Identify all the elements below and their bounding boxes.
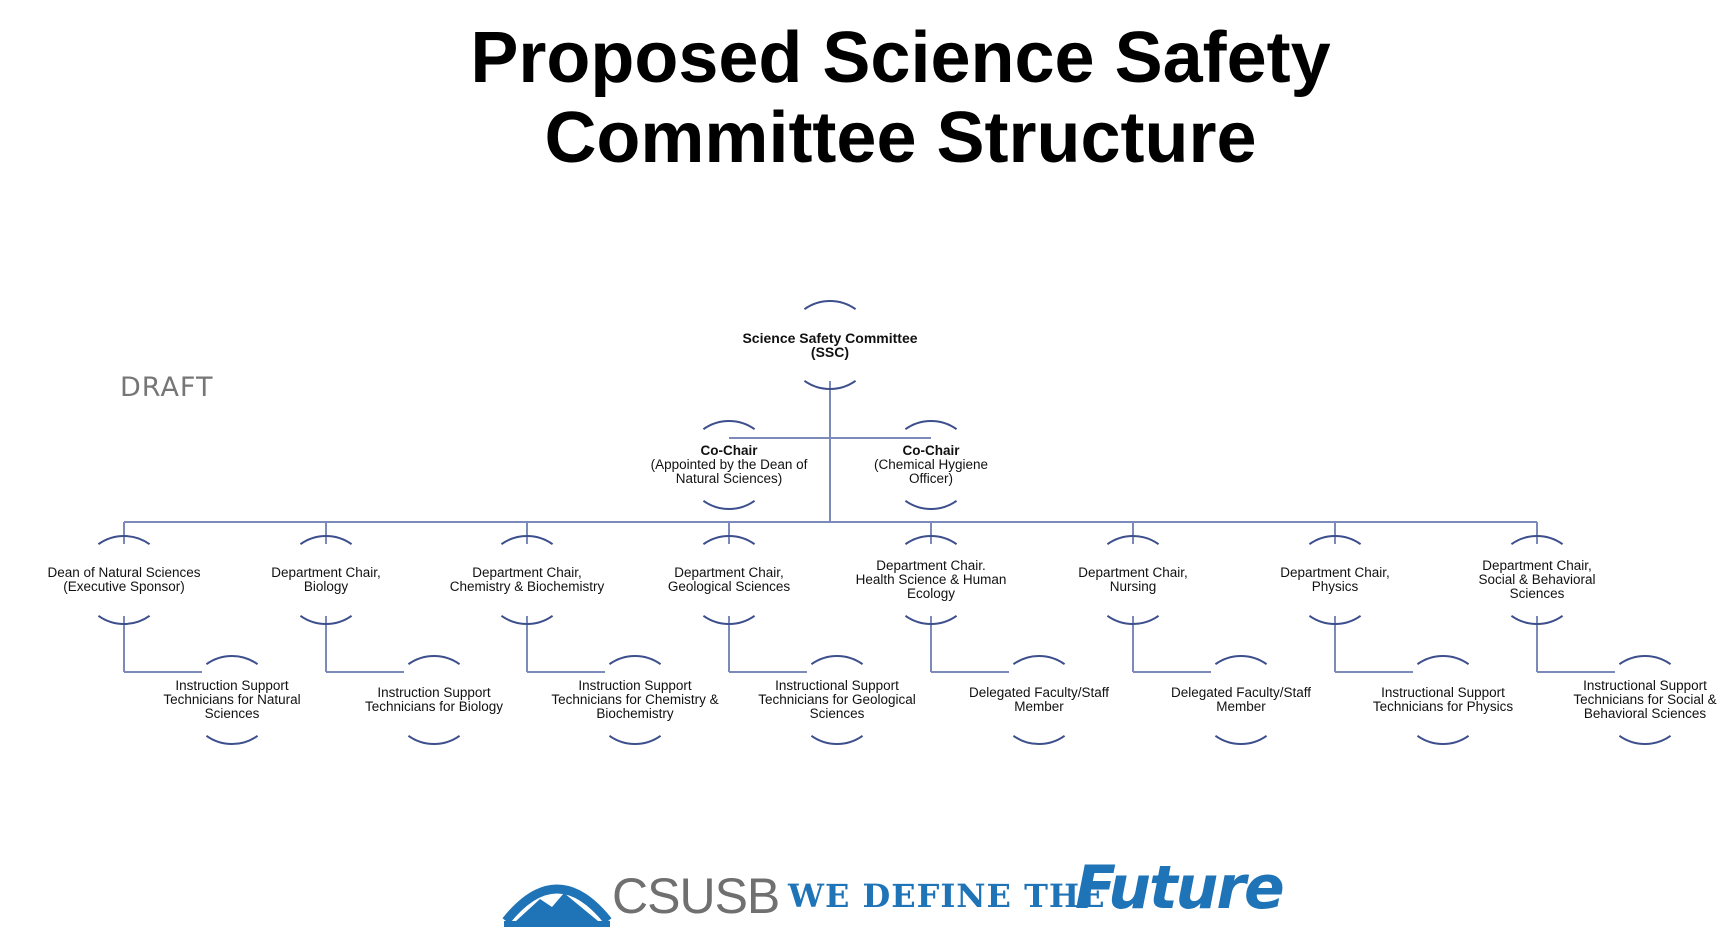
ssc-node-shape [803, 300, 857, 390]
sub-node-shape [1618, 654, 1672, 746]
sub-node-label-line-3: Biochemistry [596, 706, 674, 721]
sub-node-label-line-1: Instruction Support [377, 685, 491, 700]
co-chair-node-label-line-3: Officer) [908, 471, 954, 486]
sub-node-label-line-2: Technicians for Geological [758, 692, 916, 707]
co-chair-node-label-line-3: Natural Sciences) [675, 471, 783, 486]
member-node-shape [702, 535, 756, 625]
co-chair-node-shape [702, 420, 756, 510]
sub-node-label-line-1: Instructional Support [775, 678, 899, 693]
sub-node-label-line-2: Technicians for Social & [1573, 692, 1717, 707]
member-node-label-line-1: Department Chair, [472, 565, 582, 580]
title-line-1: Proposed Science Safety [470, 18, 1331, 98]
sub-node-shape [407, 655, 461, 745]
member-node-label-line-1: Department Chair, [1078, 565, 1188, 580]
sub-node-label-line-2: Technicians for Biology [364, 699, 504, 714]
member-node-label-line-1: Department Chair, [674, 565, 784, 580]
co-chair-node-label-line-1: Co-Chair [700, 443, 758, 458]
member-node-label-line-1: Department Chair, [1482, 558, 1592, 573]
co-chair-node-label-line-2: (Appointed by the Dean of [650, 457, 808, 472]
member-node-label-line-2: Biology [303, 579, 349, 594]
member-node-shape [904, 535, 958, 625]
ssc-node-label-line-1: Science Safety Committee [742, 330, 918, 346]
sub-node-label-line-2: Member [1216, 699, 1266, 714]
member-node-label-line-1: Department Chair, [1280, 565, 1390, 580]
member-node-shape [1106, 534, 1160, 626]
slogan-script-text: Future [1075, 853, 1285, 923]
member-node-label-line-3: Sciences [1509, 586, 1565, 601]
page-title: Proposed Science Safety Committee Struct… [0, 18, 1721, 178]
sub-node-label-line-2: Technicians for Chemistry & [551, 692, 719, 707]
member-node-label: Dean of Natural Sciences(Executive Spons… [47, 566, 200, 594]
member-node-label-line-1: Dean of Natural Sciences [47, 565, 201, 580]
member-node-label-line-2: Geological Sciences [667, 579, 791, 594]
co-chair-node-label-line-1: Co-Chair [902, 443, 960, 458]
member-node-shape [500, 535, 554, 625]
org-chart-connectors [123, 381, 1615, 673]
member-node-label-line-1: Department Chair, [271, 565, 381, 580]
sub-node-label-line-3: Sciences [204, 706, 260, 721]
draft-watermark: DRAFT [120, 372, 214, 403]
sub-node-label-line-1: Instructional Support [1583, 678, 1707, 693]
footer-branding: CSUSB WE DEFINE THE Future [500, 853, 1285, 935]
sub-node-shape [1214, 654, 1268, 746]
member-node-label-line-2: Social & Behavioral [1478, 572, 1596, 587]
member-node-label: Department Chair,Nursing [1078, 566, 1188, 594]
sub-node-label-line-2: Technicians for Natural [163, 692, 301, 707]
member-node-label-line-1: Department Chair. [876, 558, 986, 573]
member-node-label-line-2: Health Science & Human [855, 572, 1007, 587]
sub-node-label-line-3: Sciences [809, 706, 865, 721]
member-node-label-line-2: Chemistry & Biochemistry [449, 579, 605, 594]
sub-node-shape [1416, 654, 1470, 746]
ssc-node-label-line-2: (SSC) [810, 344, 850, 360]
co-chair-node-shape [904, 420, 958, 510]
sub-node-shape [810, 655, 864, 745]
sub-node-label-line-3: Behavioral Sciences [1583, 706, 1707, 721]
member-node-shape [1308, 534, 1362, 626]
co-chair-node-label-line-2: (Chemical Hygiene [873, 457, 989, 472]
member-node-shape [97, 535, 151, 625]
member-node-shape [299, 535, 353, 625]
org-chart-node-shapes [97, 300, 1672, 746]
csusb-mountain-logo-icon [502, 884, 612, 927]
title-line-2: Committee Structure [544, 98, 1257, 178]
member-node-label-line-2: Physics [1311, 579, 1359, 594]
csusb-wordmark: CSUSB [612, 868, 780, 924]
sub-node-shape [608, 655, 662, 745]
slogan-text: WE DEFINE THE [788, 877, 1106, 915]
member-node-label-line-2: Nursing [1109, 579, 1157, 594]
sub-node-shape [205, 655, 259, 745]
member-node-label: Department Chair,Chemistry & Biochemistr… [450, 566, 605, 594]
sub-node-label-line-1: Delegated Faculty/Staff [1170, 685, 1312, 700]
sub-node-label-line-2: Technicians for Physics [1372, 699, 1514, 714]
sub-node-label-line-1: Instruction Support [175, 678, 289, 693]
sub-node-label-line-1: Instruction Support [578, 678, 692, 693]
member-node-shape [1510, 534, 1564, 626]
sub-node-label-line-1: Delegated Faculty/Staff [968, 685, 1110, 700]
member-node-label: Department Chair,Biology [271, 566, 381, 594]
sub-node-label-line-1: Instructional Support [1381, 685, 1505, 700]
member-node-label-line-3: Ecology [906, 586, 956, 601]
sub-node-shape [1012, 654, 1066, 746]
member-node-label: Department Chair,Physics [1280, 566, 1390, 594]
ssc-node-label: Science Safety Committee(SSC) [742, 331, 917, 359]
member-node-label: Department Chair,Geological Sciences [668, 566, 790, 594]
member-node-label-line-2: (Executive Sponsor) [63, 579, 185, 594]
sub-node-label-line-2: Member [1014, 699, 1064, 714]
